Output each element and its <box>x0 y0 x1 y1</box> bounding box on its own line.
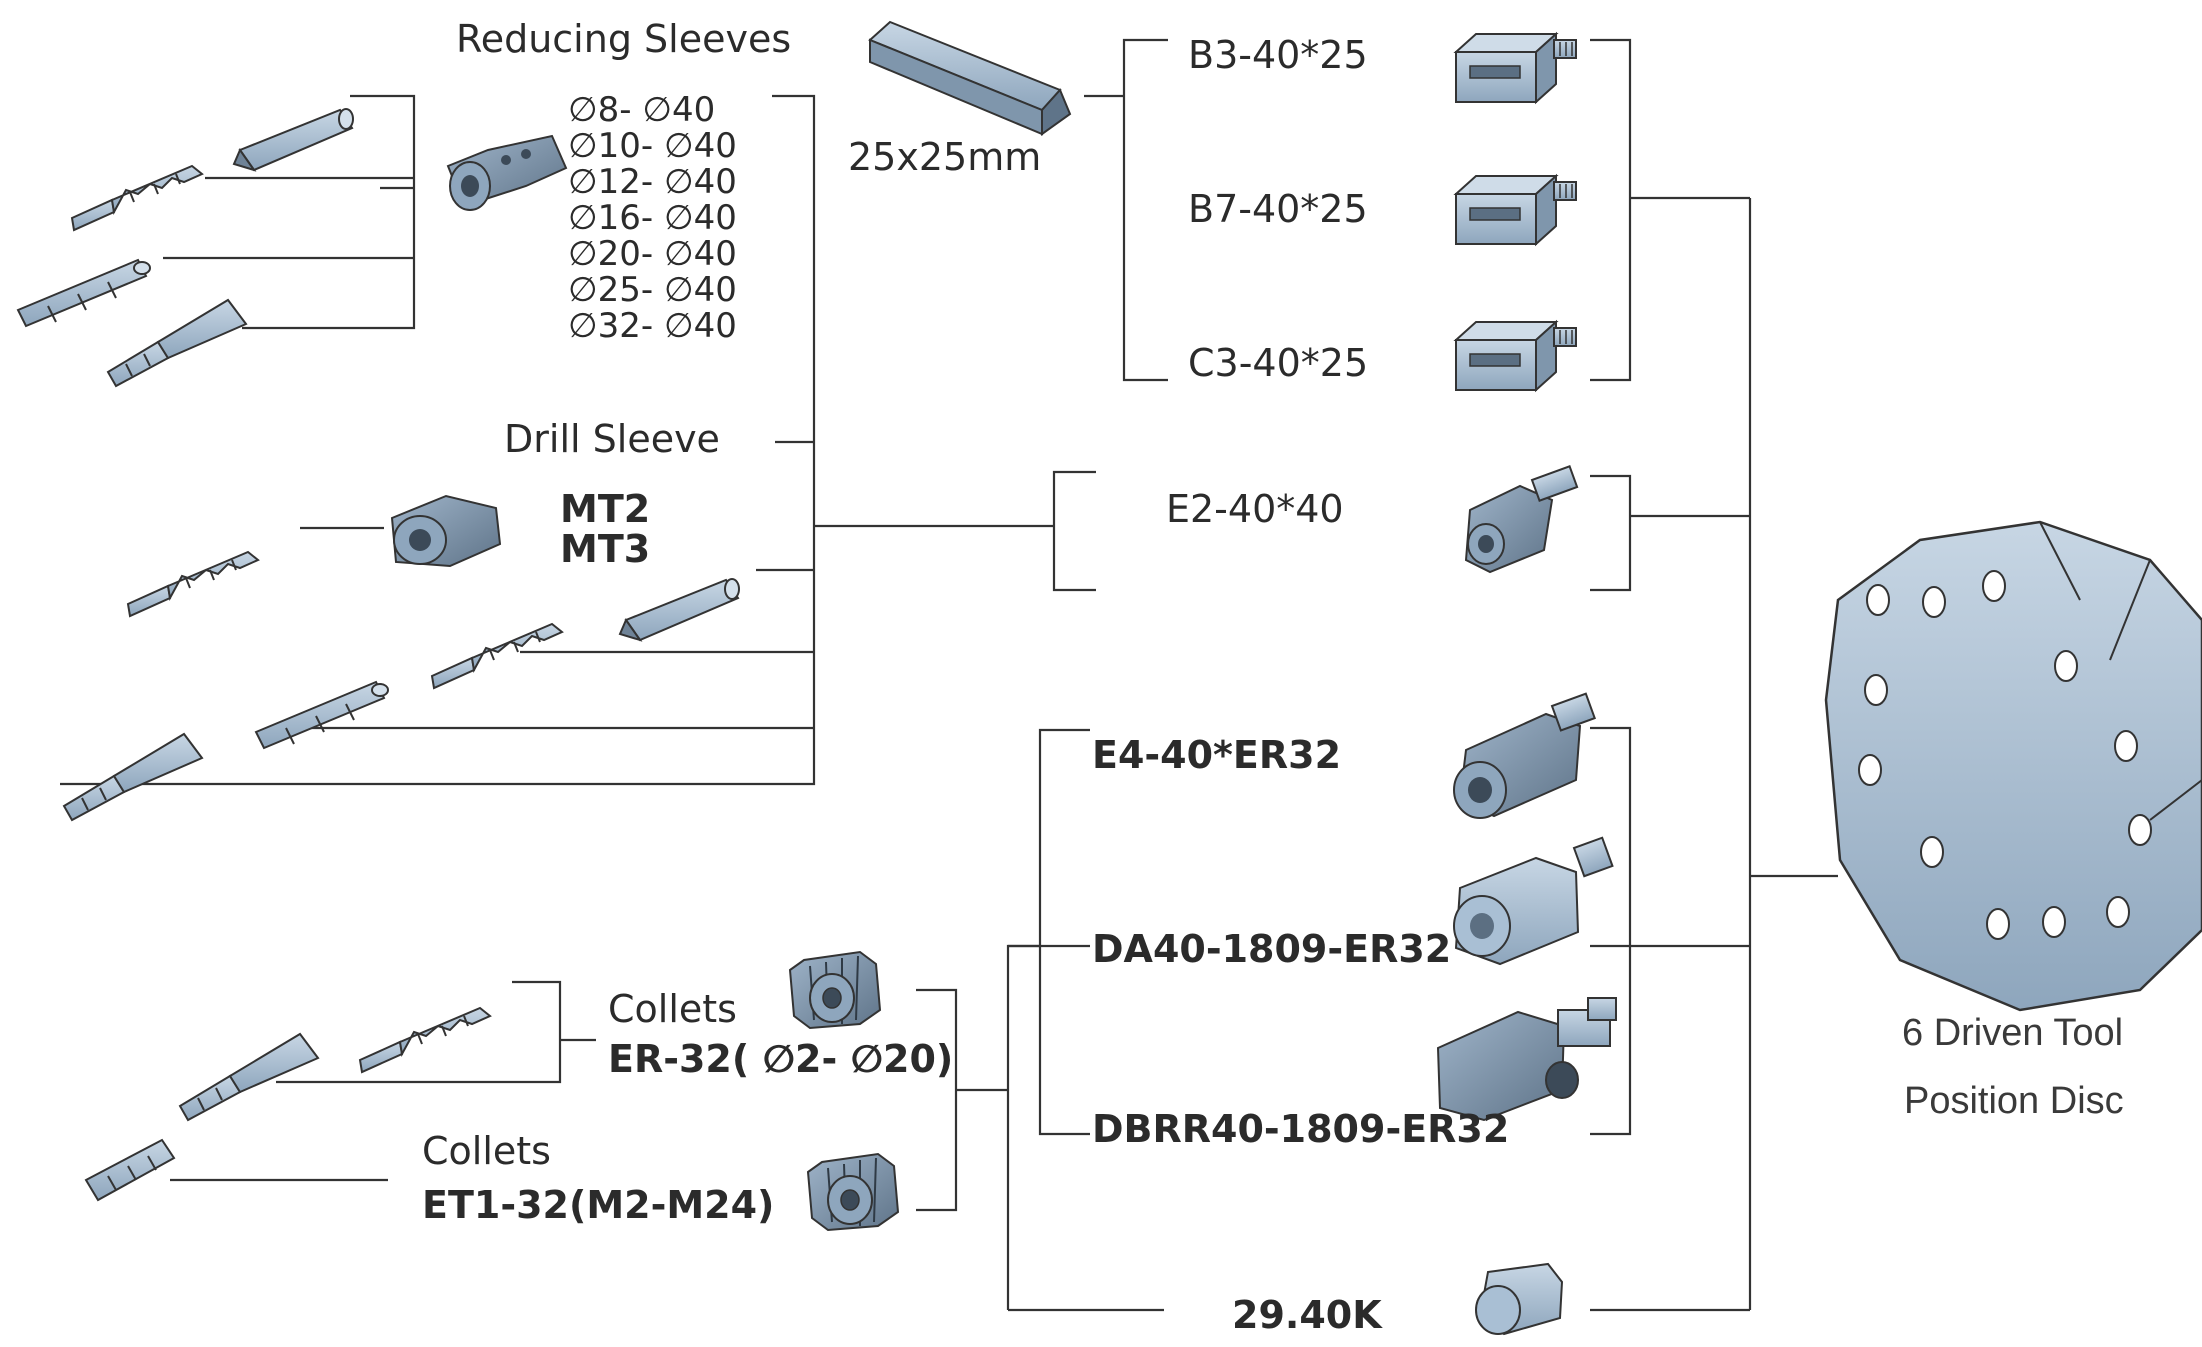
tap-bottom-icon <box>84 1138 176 1202</box>
reducing-sleeves-label: Reducing Sleeves <box>456 17 792 61</box>
e2-holder-icon <box>1464 465 1579 574</box>
twist-drill-mid-icon <box>127 551 259 617</box>
twist-drill-mid2-icon <box>431 623 563 689</box>
b7-holder-icon <box>1455 175 1577 245</box>
et-collet-icon <box>807 1153 899 1231</box>
collets-et-range: ET1-32(M2-M24) <box>422 1183 775 1227</box>
holder-da40-label: DA40-1809-ER32 <box>1092 927 1452 971</box>
sleeve-size-item: ∅20- ∅40 <box>568 234 737 274</box>
step-drill-bottom-icon <box>179 1033 319 1121</box>
dbrr40-holder-icon <box>1436 997 1617 1122</box>
holder-b7-label: B7-40*25 <box>1188 187 1368 231</box>
twist-drill-top-icon <box>71 165 203 231</box>
mt2-label: MT2 <box>560 487 651 531</box>
tapping-tool-top-icon <box>17 259 151 327</box>
drill-sleeve-label: Drill Sleeve <box>504 417 720 461</box>
collets-er-title: Collets <box>608 987 737 1031</box>
boring-bar-top-icon <box>233 108 354 171</box>
disc-label-line1: 6 Driven Tool <box>1902 1012 2124 1054</box>
turning-tool-icon <box>868 20 1072 136</box>
connector-lines <box>60 38 1838 1312</box>
turret-disc-icon <box>1824 520 2202 1012</box>
sleeve-size-item: ∅32- ∅40 <box>568 306 737 346</box>
tool-size-label: 25x25mm <box>848 135 1042 179</box>
boring-bar-mid-icon <box>619 578 740 641</box>
holder-dbrr40-label: DBRR40-1809-ER32 <box>1092 1107 1510 1151</box>
sleeve-size-item: ∅8- ∅40 <box>568 90 716 130</box>
holder-e4-label: E4-40*ER32 <box>1092 733 1342 777</box>
disc-label-line2: Position Disc <box>1904 1080 2124 1122</box>
reducing-sleeve-icon <box>446 134 568 211</box>
mt3-label: MT3 <box>560 527 651 571</box>
sleeve-size-item: ∅25- ∅40 <box>568 270 737 310</box>
tapping-tool-mid-icon <box>255 681 389 749</box>
b3-holder-icon <box>1455 33 1577 103</box>
collets-et-title: Collets <box>422 1129 551 1173</box>
collets-er-range: ER-32( ∅2- ∅20) <box>608 1037 954 1081</box>
da40-holder-icon <box>1453 836 1614 966</box>
c3-holder-icon <box>1455 321 1577 391</box>
e4-holder-icon <box>1453 692 1597 819</box>
er-collet-icon <box>789 951 881 1029</box>
step-drill-top-icon <box>107 299 247 387</box>
step-drill-mid-icon <box>63 733 203 821</box>
holder-b3-label: B3-40*25 <box>1188 33 1368 77</box>
holder-e2-label: E2-40*40 <box>1166 487 1344 531</box>
drill-sleeve-icon <box>390 494 502 568</box>
twist-drill-bottom-icon <box>359 1007 491 1073</box>
sleeve-size-item: ∅10- ∅40 <box>568 126 737 166</box>
reducing-sleeve-sizes: ∅8- ∅40 ∅10- ∅40 ∅12- ∅40 ∅16- ∅40 ∅20- … <box>568 92 737 344</box>
29-40k-holder-icon <box>1475 1262 1564 1336</box>
sleeve-size-item: ∅16- ∅40 <box>568 198 737 238</box>
holder-c3-label: C3-40*25 <box>1188 341 1369 385</box>
holder-29-40k-label: 29.40K <box>1232 1293 1382 1337</box>
sleeve-size-item: ∅12- ∅40 <box>568 162 737 202</box>
